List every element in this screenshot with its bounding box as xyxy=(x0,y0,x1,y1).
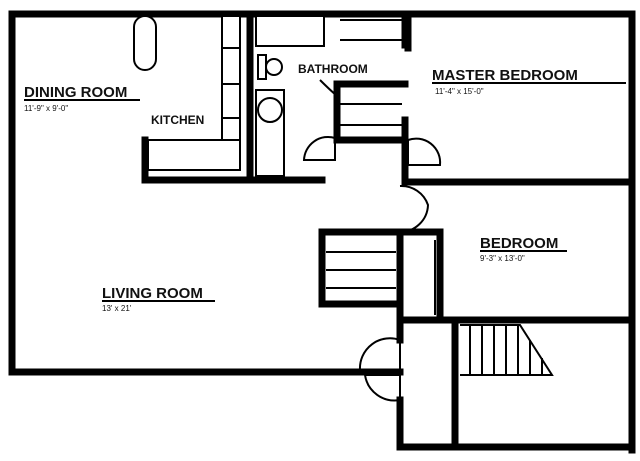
room-label-master-bedroom: MASTER BEDROOM xyxy=(432,67,578,84)
closet-shelves xyxy=(326,19,436,315)
room-label-bathroom: BATHROOM xyxy=(298,62,368,76)
toilet-tank xyxy=(257,54,267,80)
staircase xyxy=(460,324,554,376)
room-label-bedroom: BEDROOM xyxy=(480,235,558,252)
sink xyxy=(257,97,283,123)
room-labels: DINING ROOM 11'-9" x 9'-0" KITCHEN BATHR… xyxy=(24,62,626,313)
walls xyxy=(8,10,636,454)
room-size-dining: 11'-9" x 9'-0" xyxy=(24,104,68,113)
toilet-bowl xyxy=(265,58,283,76)
kitchen-counter xyxy=(221,15,241,141)
bathtub xyxy=(255,15,325,47)
room-label-kitchen: KITCHEN xyxy=(151,113,204,127)
kitchen-counter-lower xyxy=(147,139,241,171)
stove xyxy=(133,15,157,71)
room-size-bedroom: 9'-3" x 13'-0" xyxy=(480,254,525,263)
room-label-dining: DINING ROOM xyxy=(24,84,127,101)
room-size-master-bedroom: 11'-4" x 15'-0" xyxy=(435,87,484,96)
room-size-living: 13' x 21' xyxy=(102,304,132,313)
door-swings xyxy=(302,79,442,402)
fixtures xyxy=(133,15,554,402)
room-label-living: LIVING ROOM xyxy=(102,285,203,302)
